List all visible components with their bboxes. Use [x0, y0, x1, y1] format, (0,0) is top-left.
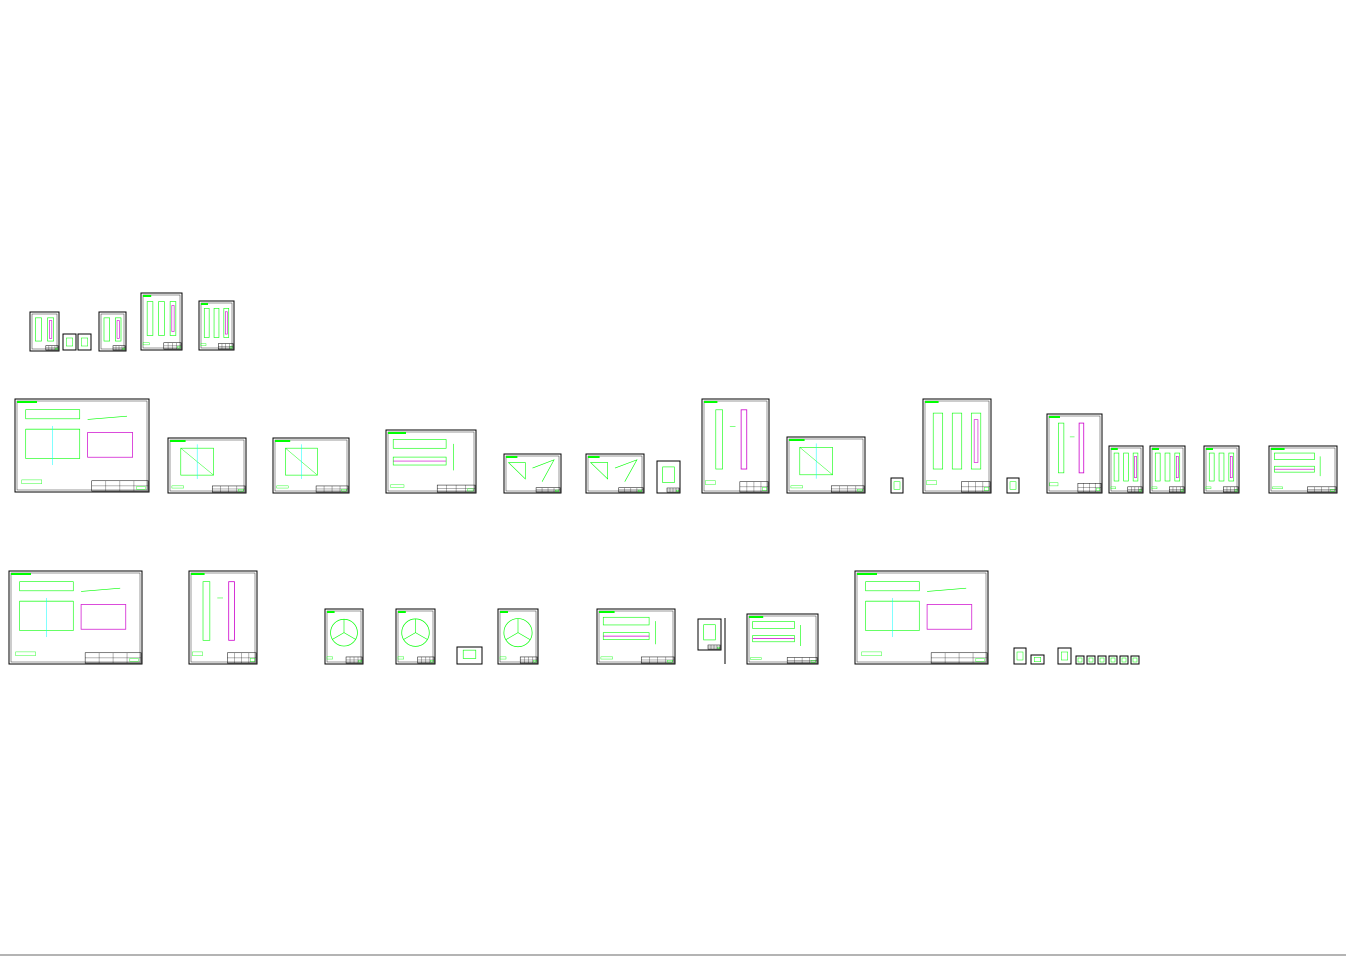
drawing-sheet-3-8[interactable] [697, 618, 722, 651]
drawing-sheet-3-7[interactable] [596, 608, 676, 665]
drawing-sheet-3-5[interactable] [456, 646, 483, 665]
drawing-sheet-2-5[interactable] [503, 453, 562, 494]
row-1 [29, 292, 235, 352]
drawing-sheet-3-12[interactable] [1030, 654, 1045, 665]
drawing-sheet-1-1[interactable] [29, 311, 60, 352]
drawing-sheet-2-11[interactable] [922, 398, 992, 494]
drawing-sheet-1-2[interactable] [62, 333, 77, 351]
drawing-sheet-2-12[interactable] [1006, 477, 1020, 494]
drawing-sheet-3-14[interactable] [1075, 655, 1085, 665]
drawing-sheet-3-18[interactable] [1119, 655, 1129, 665]
drawing-sheet-3-11[interactable] [1013, 647, 1027, 665]
drawing-sheet-2-10[interactable] [890, 477, 904, 494]
drawing-sheet-2-8[interactable] [701, 398, 770, 494]
drawing-sheet-2-13[interactable] [1046, 413, 1103, 494]
drawing-sheet-3-15[interactable] [1086, 655, 1096, 665]
drawing-sheet-2-2[interactable] [167, 437, 247, 494]
drawing-sheet-2-17[interactable] [1268, 445, 1338, 494]
drawing-sheet-3-10[interactable] [854, 570, 989, 665]
drawing-sheet-3-1[interactable] [8, 570, 143, 665]
drawing-sheet-1-5[interactable] [140, 292, 183, 351]
row-3 [8, 570, 1140, 665]
viewport-bottom-border [0, 954, 1346, 956]
row-2 [14, 398, 1338, 494]
drawing-sheet-2-3[interactable] [272, 437, 350, 494]
drawing-sheet-3-19[interactable] [1130, 655, 1140, 665]
drawing-sheet-3-2[interactable] [188, 570, 258, 665]
drawing-sheet-3-16[interactable] [1097, 655, 1107, 665]
drawing-sheet-2-4[interactable] [385, 429, 477, 494]
drawing-sheet-2-15[interactable] [1149, 445, 1186, 494]
drawing-sheet-1-3[interactable] [77, 333, 92, 351]
drawing-sheet-3-3[interactable] [324, 608, 364, 665]
drawing-sheet-2-1[interactable] [14, 398, 150, 493]
drawing-sheet-2-7[interactable] [656, 460, 681, 494]
drawing-sheet-1-4[interactable] [98, 311, 127, 352]
drawing-sheet-3-13[interactable] [1057, 647, 1072, 665]
drawing-sheet-3-6[interactable] [497, 608, 539, 665]
drawing-sheet-2-9[interactable] [786, 436, 866, 494]
drawing-sheet-3-17[interactable] [1108, 655, 1118, 665]
drawing-sheet-3-4[interactable] [395, 608, 436, 665]
drawing-sheet-2-14[interactable] [1108, 445, 1144, 494]
drawing-sheet-1-6[interactable] [198, 300, 235, 351]
drawing-sheet-2-16[interactable] [1203, 445, 1240, 494]
drawing-sheet-2-6[interactable] [585, 453, 645, 494]
drawing-sheet-3-9[interactable] [746, 613, 819, 665]
